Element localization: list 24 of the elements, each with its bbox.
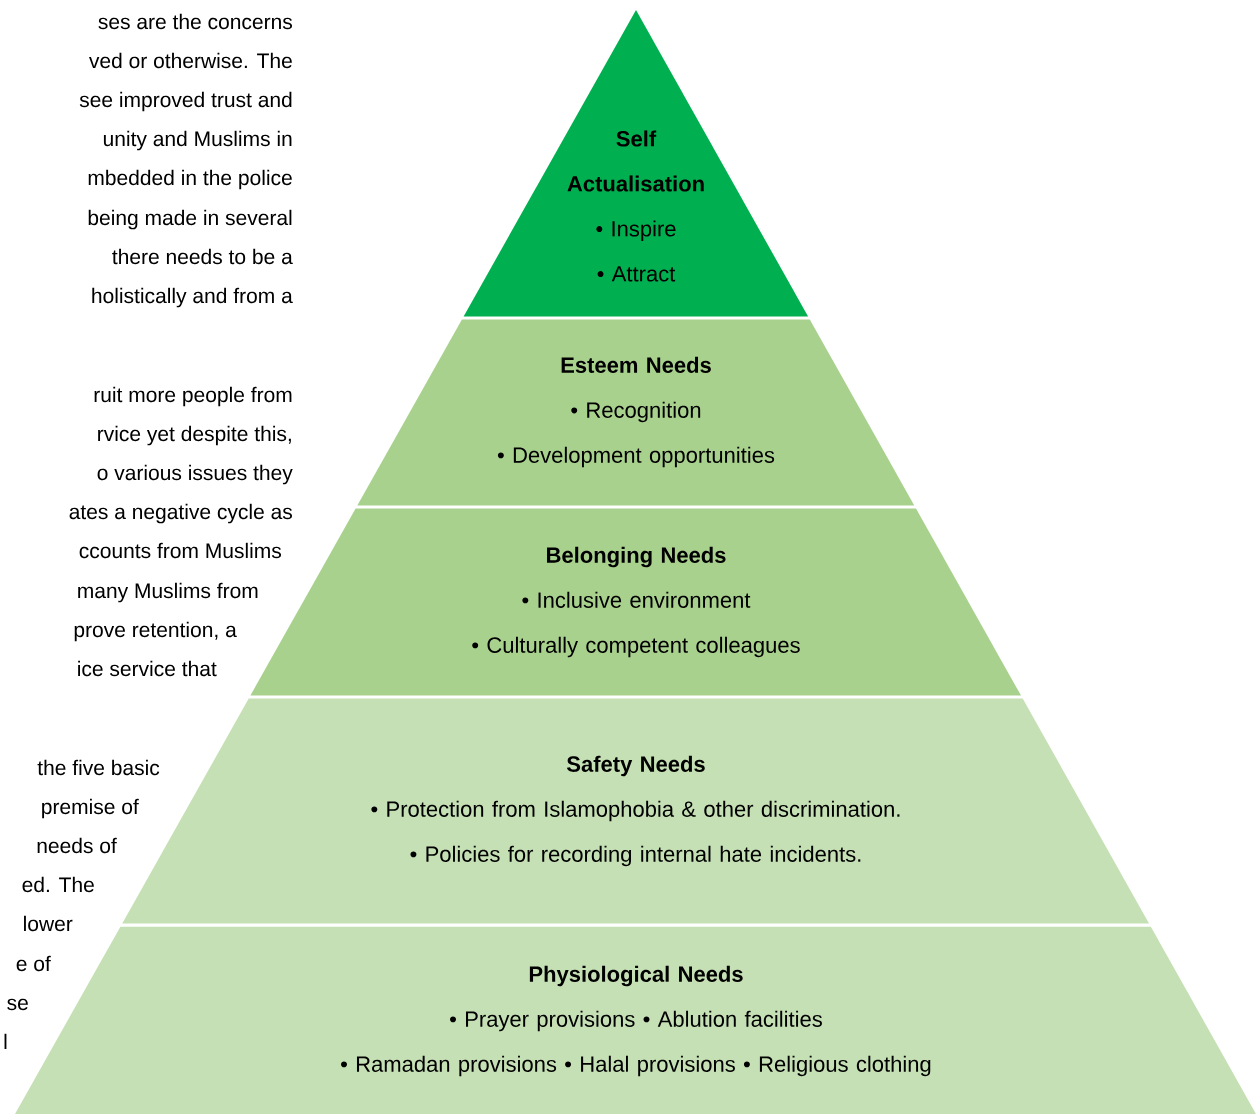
pyramid-level: Esteem Needs • Recognition • Development opportunities bbox=[357, 319, 915, 506]
text-line: ed. The bbox=[22, 876, 94, 893]
text-line: many Muslims from bbox=[78, 582, 258, 603]
text-line: rvice yet despite this, bbox=[98, 425, 291, 446]
text-line: se bbox=[7, 998, 28, 1011]
text-line: ruit more people from bbox=[94, 386, 292, 407]
text-line: holistically and from a bbox=[92, 287, 293, 308]
text-line: ccounts from Muslims bbox=[79, 542, 281, 559]
text-line: there needs to be a bbox=[112, 248, 293, 265]
text-line: e of bbox=[16, 955, 51, 972]
text-line: unity and Muslims in bbox=[103, 130, 292, 151]
text-line: see improved trust and bbox=[79, 91, 292, 112]
text-line: o various issues they bbox=[97, 464, 293, 485]
text-line: lower bbox=[24, 915, 73, 932]
text-line: mbedded in the police bbox=[88, 169, 292, 190]
text-line: being made in several bbox=[88, 209, 292, 230]
text-line: premise of bbox=[42, 798, 139, 819]
text-line: ses are the concerns bbox=[98, 13, 292, 30]
text-line: ates a negative cycle as bbox=[69, 503, 292, 524]
text-line: ved or otherwise. The bbox=[89, 52, 292, 69]
text-line: prove retention, a bbox=[74, 621, 237, 642]
text-line: the five basic bbox=[37, 759, 160, 776]
text-line: ice service that bbox=[78, 660, 217, 677]
pyramid-level: Self Actualisation • Inspire • Attract bbox=[463, 10, 809, 317]
